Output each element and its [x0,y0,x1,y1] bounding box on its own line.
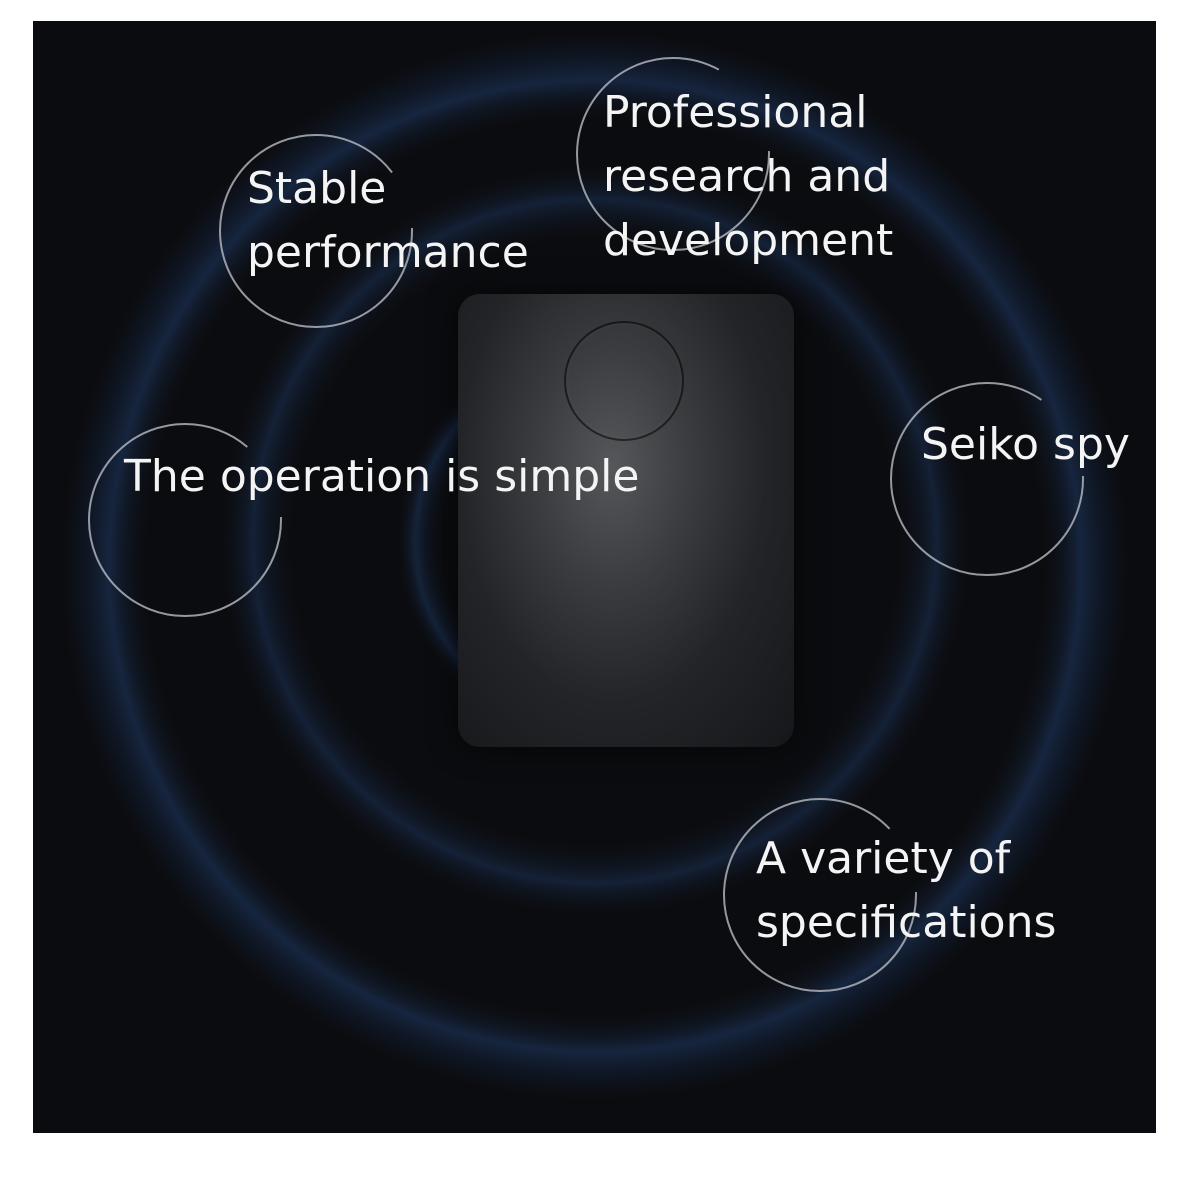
feature-simple-operation: The operation is simple [124,451,640,502]
device-card-icon [458,294,794,747]
feature-panel: Stable performance Professional research… [33,21,1156,1133]
feature-professional-rd: Professional research and development [603,87,894,266]
feature-variety-specs: A variety of specifications [756,833,1057,948]
device-round-button-icon [564,321,684,441]
feature-stable-performance: Stable performance [247,163,529,278]
feature-seiko-spy: Seiko spy [921,419,1130,470]
